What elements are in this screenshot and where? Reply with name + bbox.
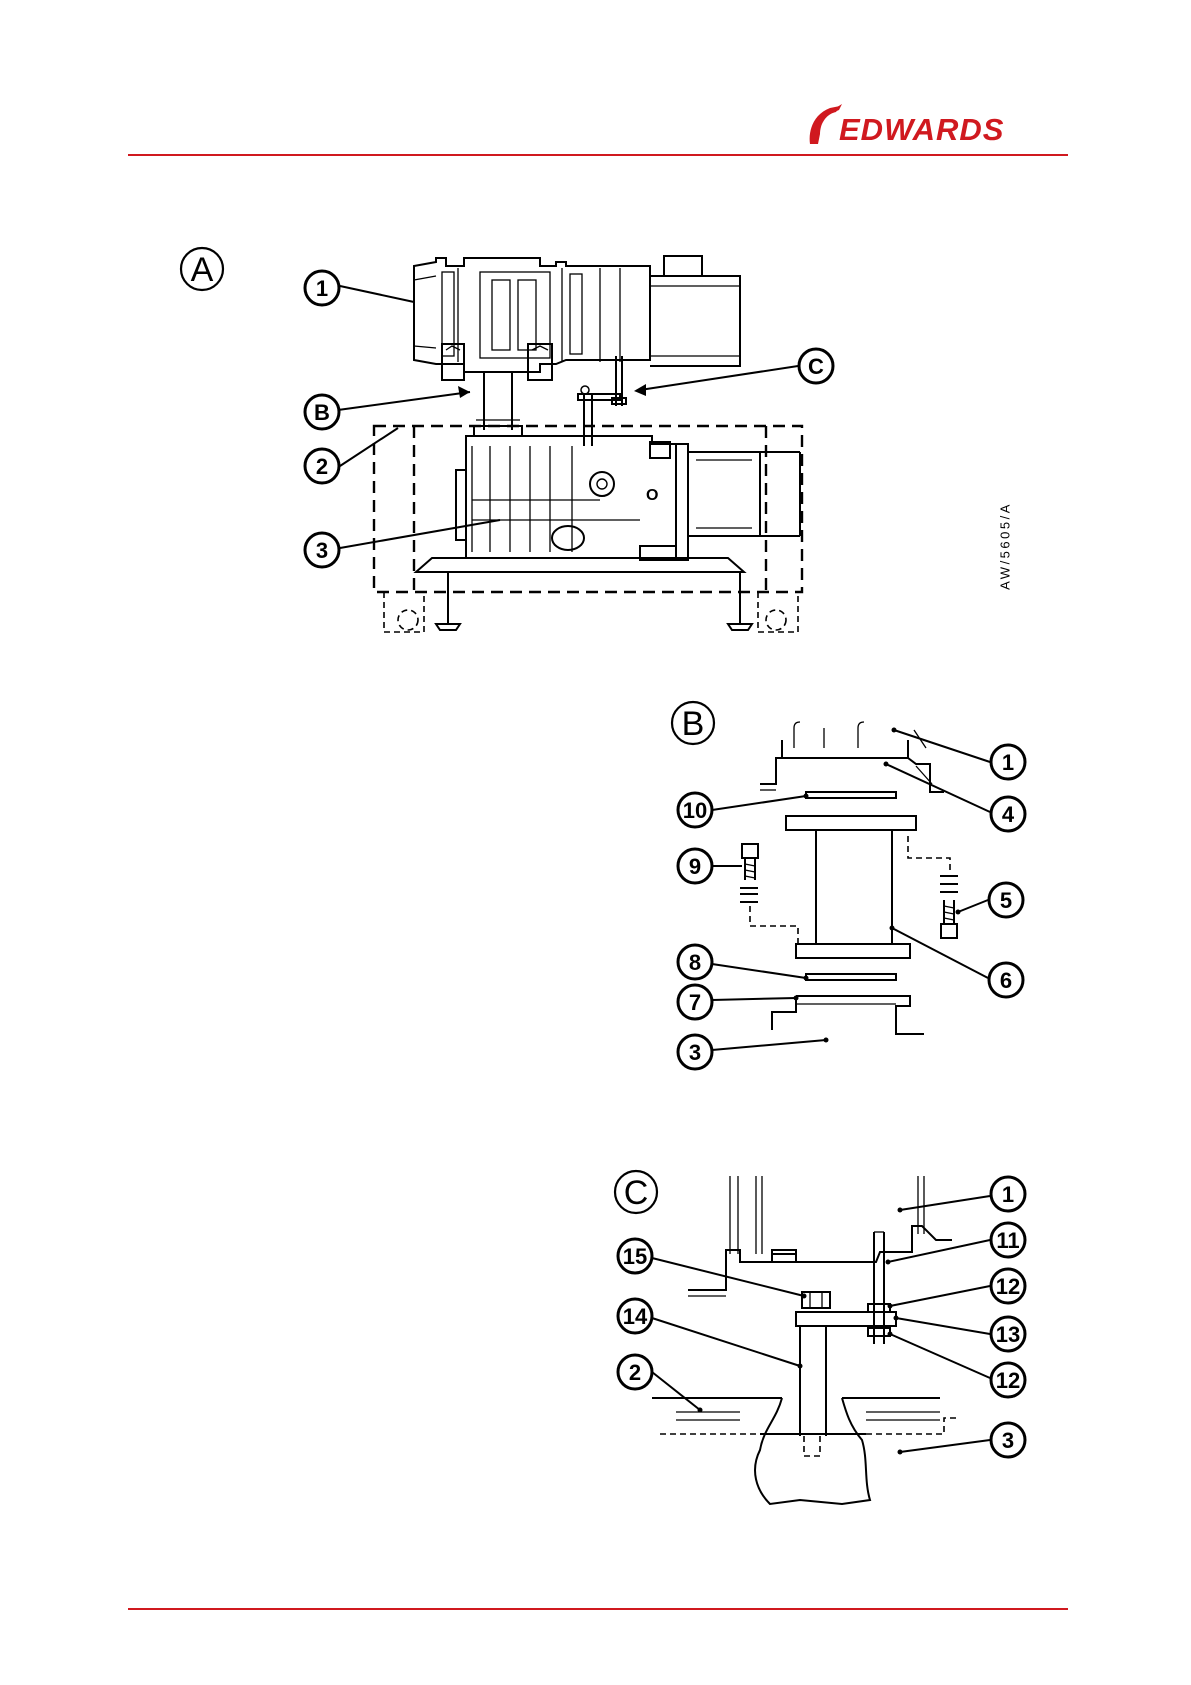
callout-a-b: B — [305, 395, 339, 429]
svg-text:1: 1 — [1002, 1182, 1014, 1207]
callout-b-9: 9 — [678, 849, 712, 883]
support-bracket — [578, 356, 626, 446]
panel-b-letter: B — [682, 705, 705, 743]
svg-text:2: 2 — [629, 1360, 641, 1385]
booster-pump — [414, 256, 740, 380]
svg-text:3: 3 — [1002, 1428, 1014, 1453]
svg-text:3: 3 — [316, 538, 328, 563]
svg-text:8: 8 — [689, 950, 701, 975]
callout-b-7: 7 — [678, 985, 712, 1019]
panel-b: B — [672, 702, 1025, 1069]
callout-c-3: 3 — [991, 1423, 1025, 1457]
callout-b-10: 10 — [678, 793, 712, 827]
panel-a-letter: A — [191, 251, 214, 289]
callout-a-3: 3 — [305, 533, 339, 567]
panel-a: A — [181, 248, 833, 632]
callout-b-8: 8 — [678, 945, 712, 979]
callout-b-3: 3 — [678, 1035, 712, 1069]
svg-text:2: 2 — [316, 454, 328, 479]
svg-text:C: C — [808, 354, 824, 379]
callout-c-13: 13 — [991, 1317, 1025, 1351]
callout-c-1: 1 — [991, 1177, 1025, 1211]
callout-c-12-lower: 12 — [991, 1363, 1025, 1397]
callout-c-14: 14 — [618, 1299, 652, 1333]
svg-text:12: 12 — [996, 1368, 1020, 1393]
callout-b-1: 1 — [991, 745, 1025, 779]
svg-text:4: 4 — [1002, 802, 1015, 827]
callout-a-1: 1 — [305, 271, 339, 305]
svg-text:1: 1 — [1002, 750, 1014, 775]
svg-text:13: 13 — [996, 1322, 1020, 1347]
backing-pump: O — [416, 436, 800, 630]
svg-text:O: O — [646, 487, 658, 504]
callout-b-5: 5 — [989, 883, 1023, 917]
svg-text:11: 11 — [996, 1228, 1019, 1253]
callout-c-15: 15 — [618, 1239, 652, 1273]
svg-text:14: 14 — [623, 1304, 648, 1329]
svg-text:6: 6 — [1000, 968, 1012, 993]
callout-a-c: C — [799, 349, 833, 383]
callout-b-4: 4 — [991, 797, 1025, 831]
callout-c-12-upper: 12 — [991, 1269, 1025, 1303]
svg-text:3: 3 — [689, 1040, 701, 1065]
svg-text:9: 9 — [689, 854, 701, 879]
callout-b-6: 6 — [989, 963, 1023, 997]
svg-text:7: 7 — [689, 990, 701, 1015]
svg-text:B: B — [314, 400, 330, 425]
svg-text:15: 15 — [623, 1244, 647, 1269]
svg-text:5: 5 — [1000, 888, 1012, 913]
svg-text:1: 1 — [316, 276, 328, 301]
svg-text:12: 12 — [996, 1274, 1020, 1299]
frame — [374, 426, 802, 632]
panel-c-letter: C — [624, 1174, 649, 1212]
callout-a-2: 2 — [305, 449, 339, 483]
svg-text:10: 10 — [683, 798, 707, 823]
callout-c-2: 2 — [618, 1355, 652, 1389]
panel-c: C — [615, 1171, 1025, 1504]
callout-c-11: 11 — [991, 1223, 1025, 1257]
